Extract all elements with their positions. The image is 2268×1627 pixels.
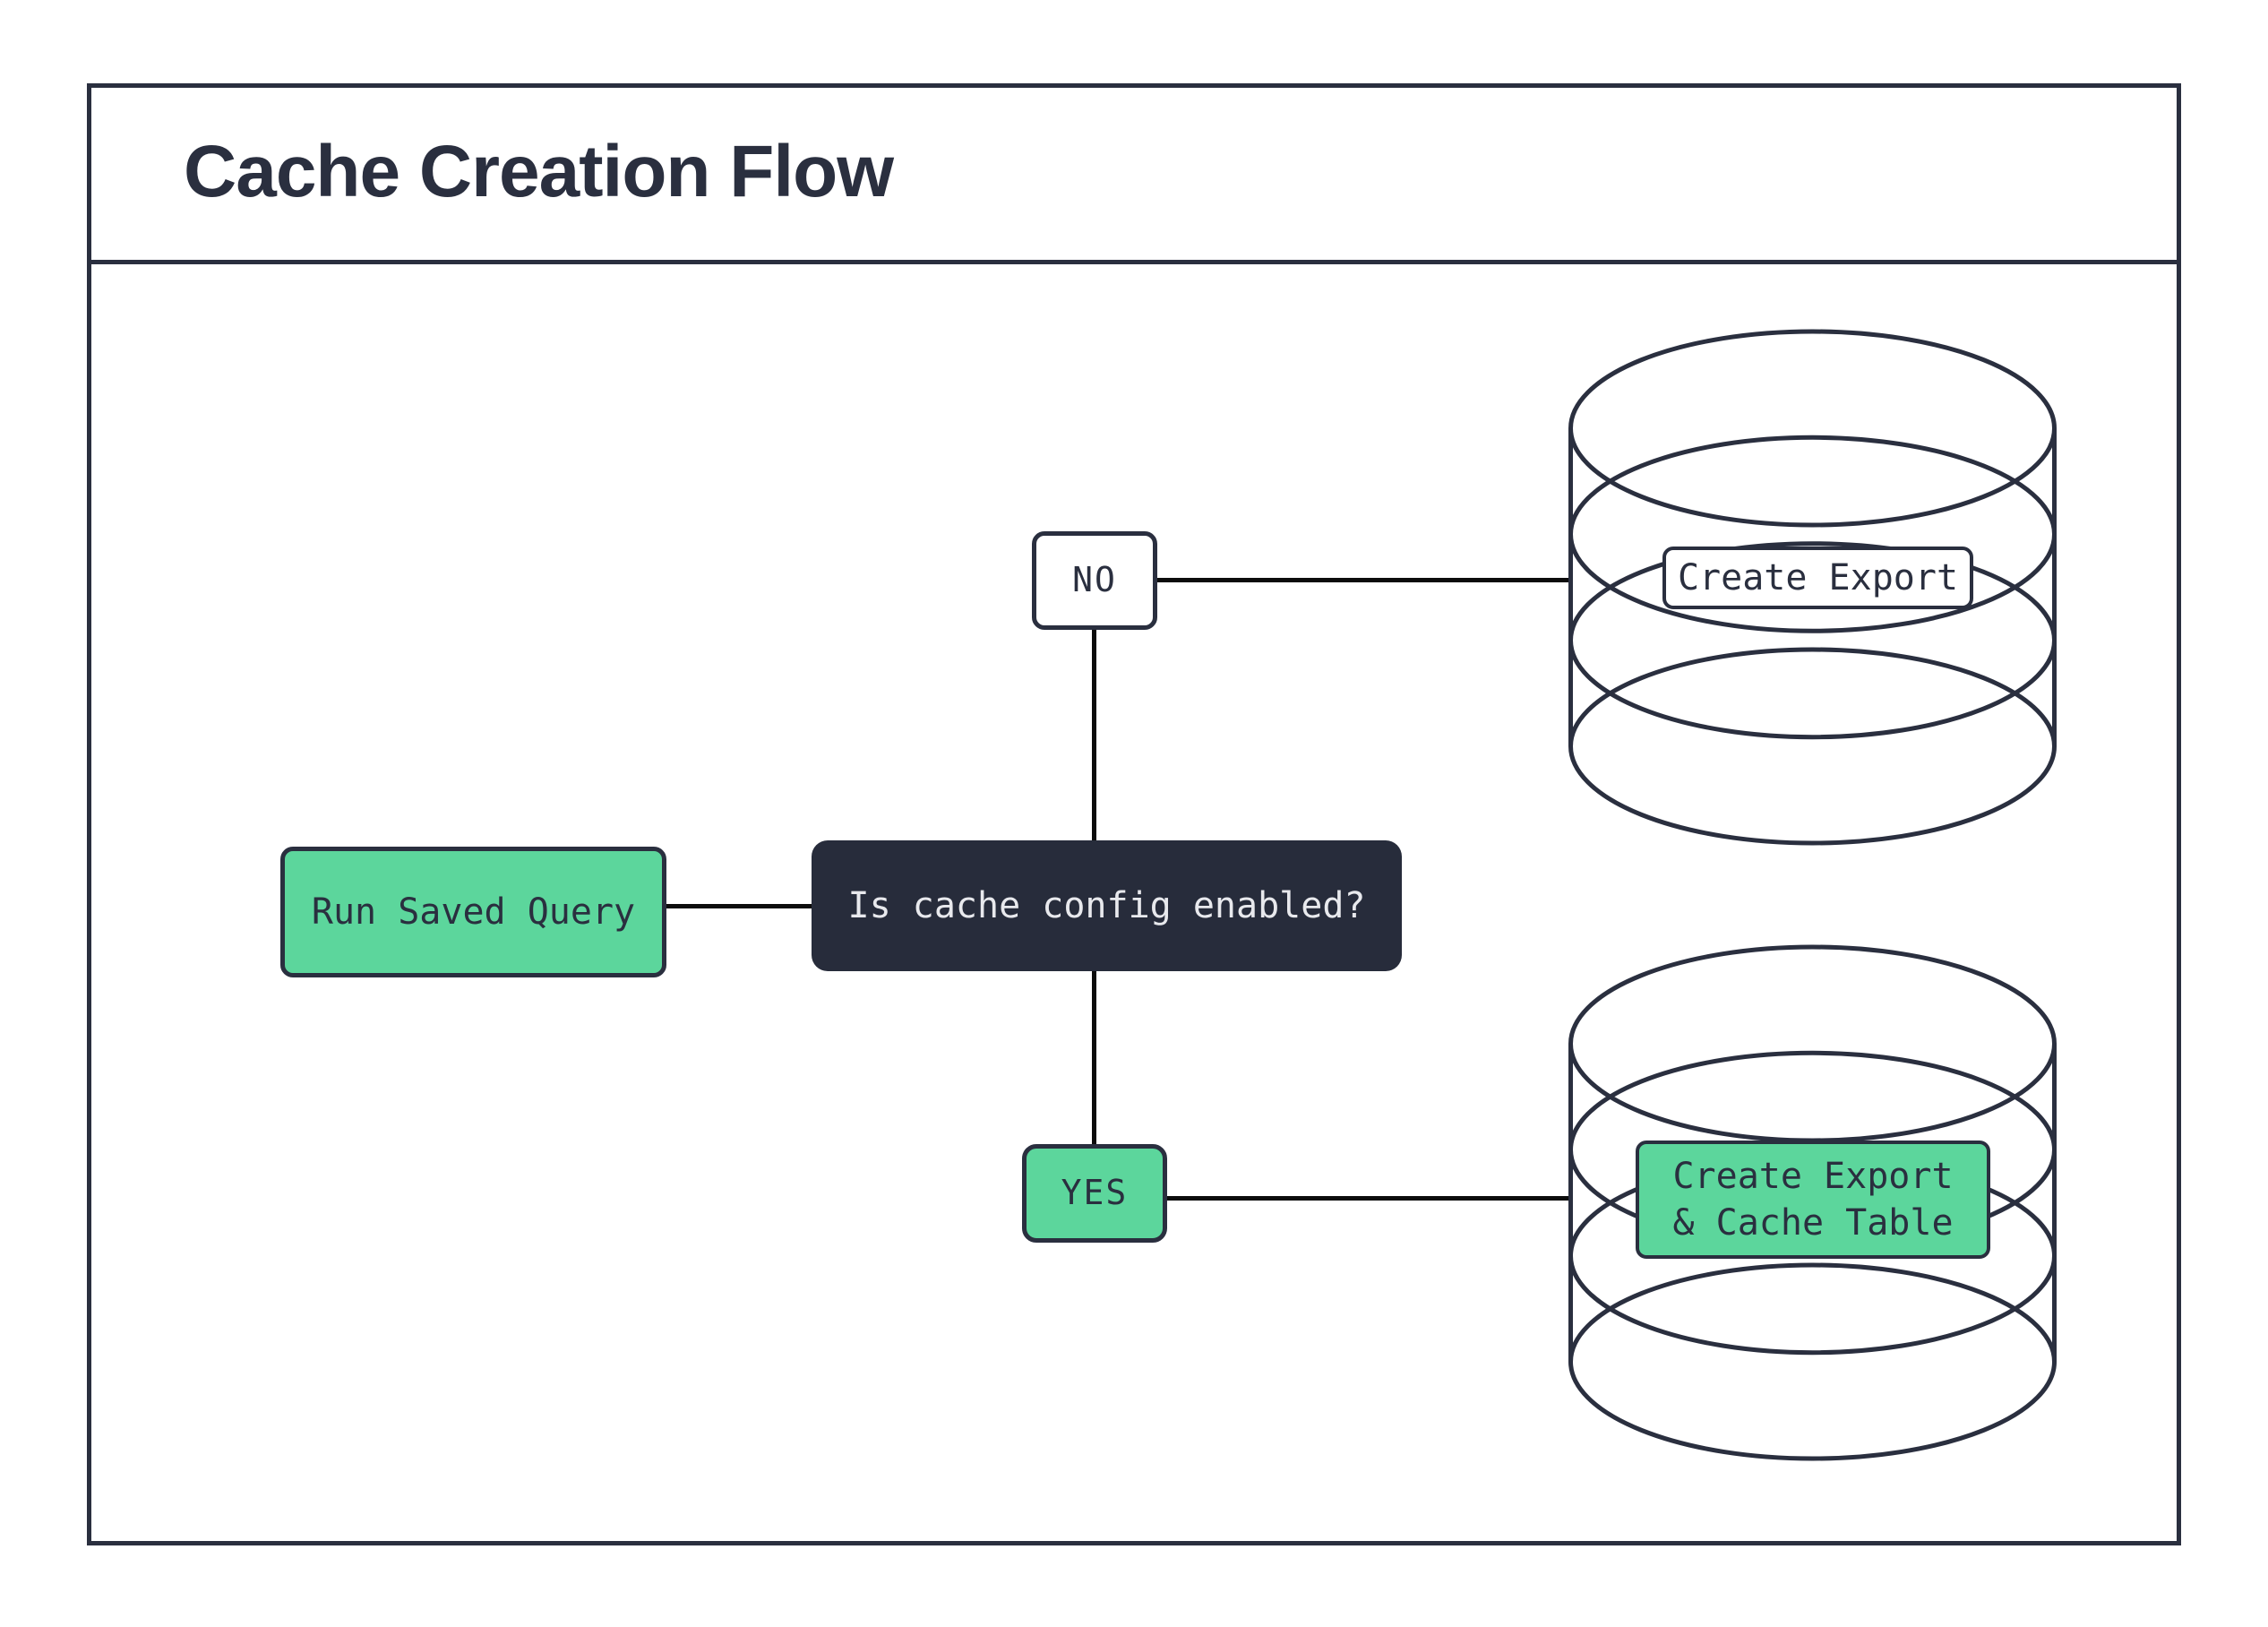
connector-yes-to-database [1167, 1196, 1569, 1201]
node-no-branch: NO [1032, 531, 1157, 630]
node-decision-cache-config: Is cache config enabled? [812, 840, 1402, 971]
title-divider [87, 260, 2181, 264]
db-label-create-export-cache-table: Create Export & Cache Table [1636, 1141, 1990, 1259]
connector-no-to-database [1157, 578, 1569, 582]
node-yes-branch: YES [1022, 1144, 1167, 1243]
connector-query-to-decision [666, 904, 812, 908]
db-label-create-export: Create Export [1662, 547, 1973, 609]
node-decision-label: Is cache config enabled? [847, 885, 1366, 926]
db-label-create-export-text: Create Export [1677, 557, 1959, 598]
connector-decision-to-yes [1092, 971, 1096, 1144]
node-no-label: NO [1072, 560, 1117, 600]
node-yes-label: YES [1061, 1173, 1129, 1213]
db-label-create-export-cache-table-text: Create Export & Cache Table [1672, 1156, 1954, 1244]
connector-decision-to-no [1092, 630, 1096, 840]
node-run-saved-query: Run Saved Query [280, 847, 666, 977]
title-band: Cache Creation Flow [184, 83, 894, 260]
node-run-saved-query-label: Run Saved Query [311, 891, 636, 933]
page-title: Cache Creation Flow [184, 130, 894, 212]
diagram-frame [87, 83, 2181, 1545]
